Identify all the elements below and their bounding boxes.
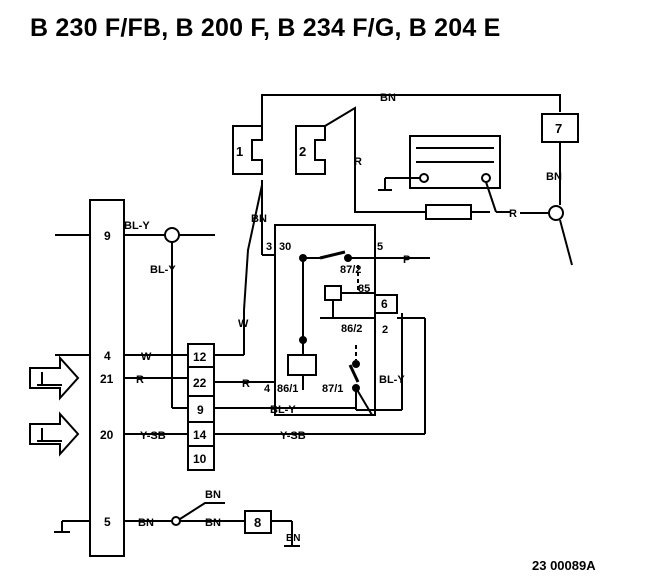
relay-t3: 3 [266,241,272,253]
component-7 [541,113,579,143]
label-c2: 2 [299,144,306,159]
block-22: 22 [193,376,207,390]
diagram-code: 23 00089A [532,558,596,573]
wire-w4: W [141,351,152,363]
wire-bn-top: BN [380,92,396,104]
diagram-title: B 230 F/FB, B 200 F, B 234 F/G, B 204 E [30,14,501,42]
wire-ysb14: Y-SB [280,430,306,442]
wire-p: P [403,254,410,266]
relay-t861: 86/1 [277,383,298,395]
input-arrow-21 [29,355,80,401]
label-c7: 7 [555,121,562,136]
pin-5: 5 [104,515,111,529]
wire-r22: R [242,378,250,390]
block-9: 9 [197,403,204,417]
label-c1: 1 [236,144,243,159]
wire-ysb20: Y-SB [140,430,166,442]
wire-bly-top: BL-Y [124,220,150,232]
relay-t871: 87/1 [322,383,343,395]
input-arrow-20 [29,411,80,457]
wire-bn-right: BN [546,171,562,183]
block-10: 10 [193,452,207,466]
relay-terminal-6 [374,294,398,314]
wire-bly-right: BL-Y [379,374,405,386]
relay-coil-1 [287,354,317,376]
wire-bn8: BN [205,517,221,529]
pin-20: 20 [100,428,114,442]
pin-9: 9 [104,229,111,243]
relay-t30: 30 [279,241,291,253]
label-c8: 8 [254,515,261,530]
block-14: 14 [193,428,207,442]
wire-r21: R [136,374,144,386]
relay-t85: 85 [358,283,370,295]
wire-w-vert: W [238,318,249,330]
main-connector [89,199,125,557]
relay-box [274,224,376,416]
relay-t862: 86/2 [341,323,362,335]
wire-r-right: R [509,208,517,220]
relay-t2: 2 [382,324,388,336]
relay-t872: 87/2 [340,264,361,276]
block-12: 12 [193,350,207,364]
pin-4: 4 [104,349,111,363]
component-2 [295,125,326,175]
wire-r-vert: R [354,156,362,168]
wire-bly9: BL-Y [270,404,296,416]
wire-bly-mid: BL-Y [150,264,176,276]
fuse [425,204,472,220]
relay-coil-2 [324,285,342,301]
component-1 [232,125,263,175]
relay-t4: 4 [264,383,271,395]
wire-bn-up: BN [205,489,221,501]
relay-t5: 5 [377,241,383,253]
wire-bn-left: BN [251,213,267,225]
label-c6: 6 [381,297,388,311]
wire-bn5: BN [138,517,154,529]
pin-21: 21 [100,372,114,386]
wire-bn-gnd: BN [286,533,300,544]
